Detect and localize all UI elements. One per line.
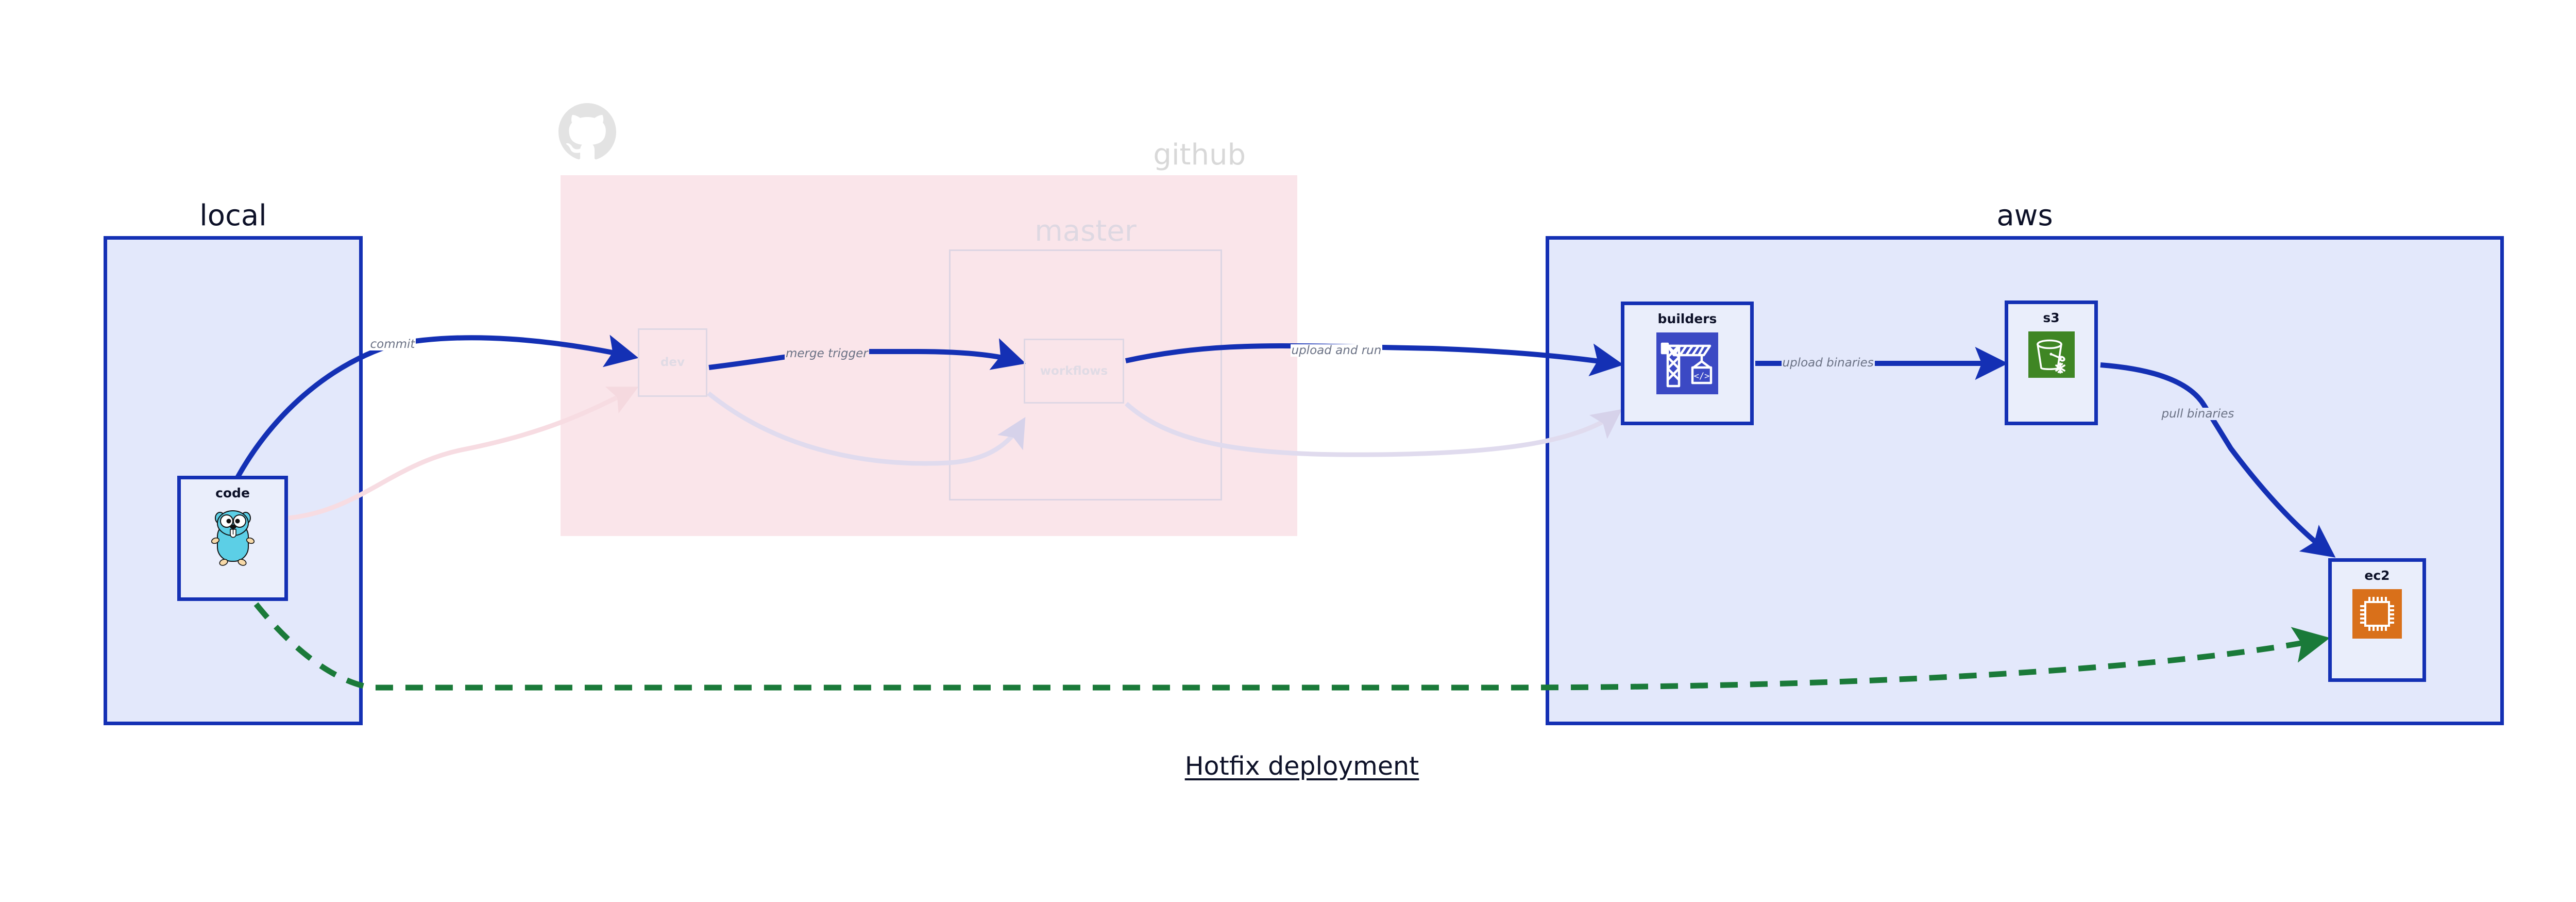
group-label-master: master [1035, 214, 1137, 248]
cluster-label-local: local [199, 199, 267, 232]
edge-ghost-dev-workflows [707, 391, 1026, 466]
github-logo-icon [558, 103, 616, 163]
edge-ghost-workflows-builders [1124, 402, 1622, 457]
node-dev[interactable]: dev [638, 328, 707, 397]
crane-code-icon: </> [1656, 332, 1718, 396]
node-ec2[interactable]: ec2 [2328, 558, 2426, 682]
page-title: Hotfix deployment [1184, 751, 1419, 781]
edge-label-commit: commit [369, 338, 416, 351]
node-label-code: code [215, 486, 250, 500]
cluster-github [561, 175, 1297, 536]
s3-bucket-icon [2028, 331, 2075, 380]
node-s3[interactable]: s3 [2005, 300, 2098, 425]
edge-pull-binaries [2100, 362, 2336, 558]
edge-ghost-code-dev [288, 387, 639, 521]
node-label-dev: dev [660, 356, 685, 369]
node-label-workflows: workflows [1040, 364, 1108, 378]
node-label-ec2: ec2 [2364, 568, 2390, 583]
svg-text:</>: </> [1694, 371, 1710, 381]
edge-label-merge-trigger: merge trigger [785, 347, 869, 360]
node-code[interactable]: code [177, 476, 288, 601]
go-gopher-icon [208, 507, 258, 569]
node-label-builders: builders [1657, 311, 1717, 326]
cpu-chip-icon [2352, 589, 2402, 641]
group-master [949, 249, 1222, 500]
node-builders[interactable]: builders < [1621, 302, 1754, 425]
cluster-label-github: github [1153, 138, 1246, 172]
edge-label-upload-binaries: upload binaries [1781, 356, 1875, 370]
cluster-label-aws: aws [1996, 199, 2053, 232]
edge-hotfix-direct [253, 602, 2330, 691]
edge-label-pull-binaries: pull binaries [2160, 407, 2235, 421]
node-workflows[interactable]: workflows [1024, 339, 1124, 404]
node-label-s3: s3 [2043, 310, 2060, 325]
edge-label-upload-and-run: upload and run [1290, 344, 1383, 357]
